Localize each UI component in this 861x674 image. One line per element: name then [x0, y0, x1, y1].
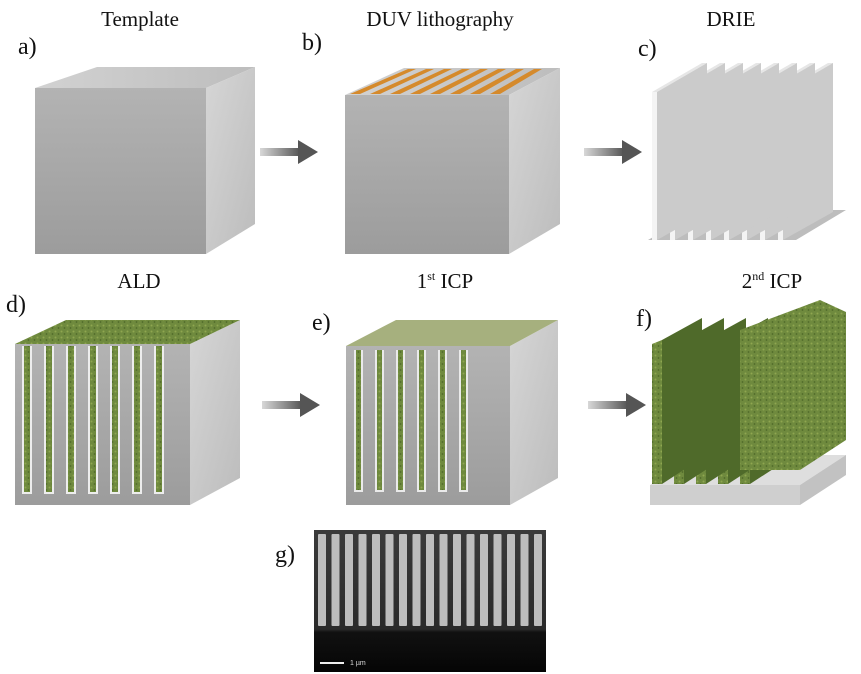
fin-top — [652, 63, 707, 92]
title-template: Template — [101, 7, 179, 31]
panel-label-g: g) — [275, 542, 295, 568]
fin-side — [657, 63, 707, 240]
sem-fin — [426, 534, 434, 626]
sem-fin — [493, 534, 502, 626]
cube-template — [35, 67, 255, 254]
icp1-trenches — [354, 350, 468, 492]
sem-scale-label: 1 µm — [350, 660, 366, 667]
sem-fin — [534, 534, 542, 626]
sem-fin — [412, 534, 421, 626]
film-fin-back — [740, 300, 846, 470]
cube-first-icp — [346, 320, 558, 505]
film-fin-side — [662, 318, 702, 484]
title-first-icp: 1st ICP — [417, 269, 473, 293]
arrow-e-to-f — [588, 393, 646, 417]
sem-fin — [520, 534, 529, 626]
sem-fin — [439, 534, 448, 626]
ald-trenches — [22, 346, 164, 494]
cube-second-icp — [650, 300, 846, 505]
cube-duv-lithography — [345, 68, 560, 254]
sem-fin — [372, 534, 380, 626]
fin-front — [652, 92, 657, 240]
arrow-a-to-b — [260, 140, 318, 164]
panel-label-c: c) — [638, 36, 657, 62]
sem-scale-bar — [320, 662, 344, 664]
title-duv-lithography: DUV lithography — [366, 7, 514, 31]
sem-image: 1 µm — [314, 530, 546, 672]
sem-fin — [507, 534, 515, 626]
panel-label-b: b) — [302, 30, 322, 56]
title-drie: DRIE — [707, 7, 756, 31]
sem-fin — [466, 534, 475, 626]
sem-fin — [318, 534, 326, 626]
cube-drie-fins — [648, 63, 846, 240]
sem-fin — [345, 534, 353, 626]
resist-stripes — [350, 69, 542, 94]
panel-label-a: a) — [18, 34, 37, 60]
panel-label-d: d) — [6, 292, 26, 318]
sem-fin — [399, 534, 407, 626]
title-ald: ALD — [117, 269, 160, 293]
title-second-icp: 2nd ICP — [742, 269, 802, 293]
panel-label-e: e) — [312, 310, 331, 336]
sem-fin — [358, 534, 367, 626]
film-fin-front — [652, 340, 662, 484]
arrow-b-to-c — [584, 140, 642, 164]
sem-fin — [480, 534, 488, 626]
cube-ald — [15, 320, 240, 505]
panel-label-f: f) — [636, 306, 652, 332]
arrow-d-to-e — [262, 393, 320, 417]
sem-fin — [331, 534, 340, 626]
sem-fin — [453, 534, 461, 626]
sem-fin — [385, 534, 394, 626]
